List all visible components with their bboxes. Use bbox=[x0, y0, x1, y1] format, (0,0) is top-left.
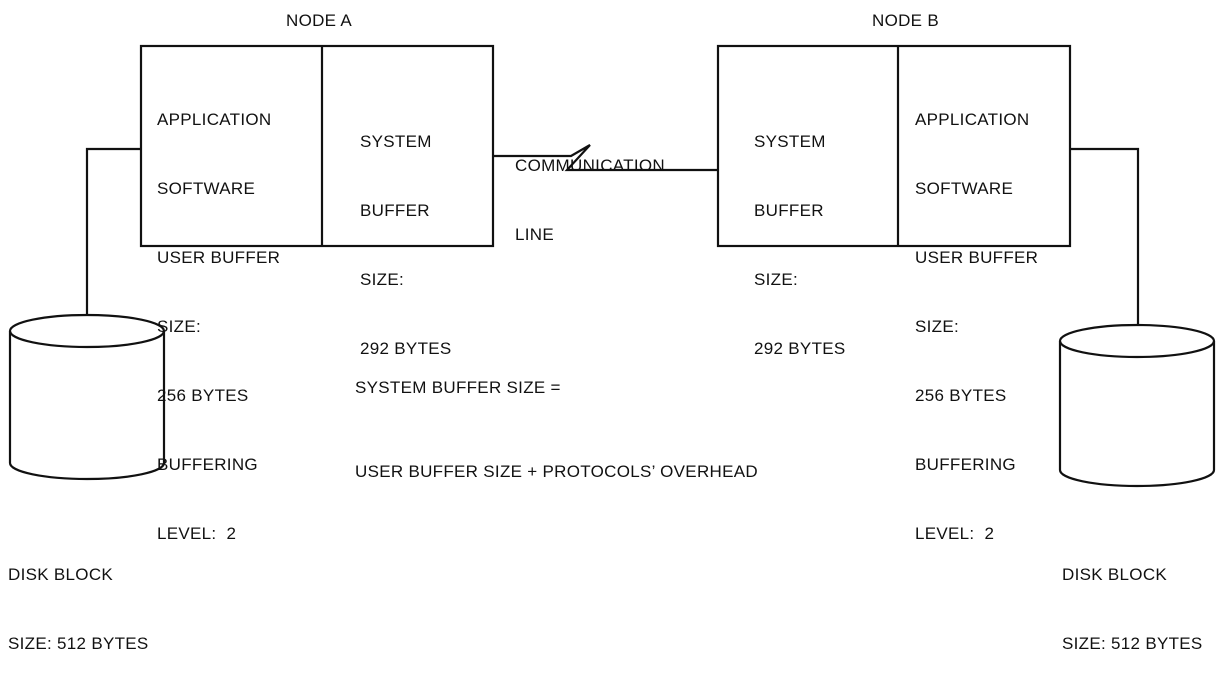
node-a-app-line: LEVEL: 2 bbox=[157, 524, 237, 543]
node-a-sys-line: 292 BYTES bbox=[360, 339, 452, 358]
node-a-application-panel: APPLICATION SOFTWARE USER BUFFER SIZE: 2… bbox=[157, 62, 280, 568]
communication-line-path bbox=[493, 144, 718, 172]
communication-line-label-line: COMMUNICATION bbox=[515, 156, 665, 175]
node-a-disk-connector bbox=[85, 147, 141, 316]
node-b-sys-line: SIZE: bbox=[754, 270, 799, 289]
node-a-app-line: SIZE: bbox=[157, 317, 202, 336]
node-a-box bbox=[139, 44, 495, 248]
node-b-app-line: USER BUFFER bbox=[915, 248, 1039, 267]
node-b-sys-line: SYSTEM bbox=[754, 132, 826, 151]
communication-line-label-line: LINE bbox=[515, 225, 554, 244]
node-b-box bbox=[716, 44, 1072, 248]
node-b-app-line: 256 BYTES bbox=[915, 386, 1007, 405]
node-a-app-line: BUFFERING bbox=[157, 455, 258, 474]
node-b-title: NODE B bbox=[872, 11, 939, 30]
disk-b-label: DISK BLOCK SIZE: 512 BYTES bbox=[1062, 517, 1203, 678]
disk-b-label-line: DISK BLOCK bbox=[1062, 565, 1168, 584]
node-a-sys-line: SIZE: bbox=[360, 270, 405, 289]
disk-a-label-line: SIZE: 512 BYTES bbox=[8, 634, 149, 653]
node-a-app-line: 256 BYTES bbox=[157, 386, 249, 405]
node-b-app-line: LEVEL: 2 bbox=[915, 524, 995, 543]
node-a-app-line: APPLICATION bbox=[157, 110, 272, 129]
formula-line: USER BUFFER SIZE + PROTOCOLS’ OVERHEAD bbox=[355, 462, 758, 481]
communication-line-label: COMMUNICATION LINE bbox=[515, 108, 665, 269]
node-a-system-panel: SYSTEM BUFFER SIZE: 292 BYTES bbox=[360, 84, 452, 383]
node-b-disk-connector bbox=[1070, 147, 1140, 326]
node-b-app-line: SIZE: bbox=[915, 317, 960, 336]
diagram-canvas bbox=[8, 44, 1216, 488]
node-a-app-line: USER BUFFER bbox=[157, 248, 281, 267]
disk-a-icon bbox=[8, 313, 166, 481]
formula-note: SYSTEM BUFFER SIZE = USER BUFFER SIZE + … bbox=[355, 318, 758, 514]
node-b-app-line: APPLICATION bbox=[915, 110, 1030, 129]
node-b-app-line: SOFTWARE bbox=[915, 179, 1014, 198]
node-a-app-line: SOFTWARE bbox=[157, 179, 256, 198]
disk-b-icon bbox=[1058, 323, 1216, 488]
disk-a-label: DISK BLOCK SIZE: 512 BYTES bbox=[8, 517, 149, 678]
node-b-system-panel: SYSTEM BUFFER SIZE: 292 BYTES bbox=[754, 84, 846, 383]
disk-a-label-line: DISK BLOCK bbox=[8, 565, 114, 584]
node-a-sys-line: BUFFER bbox=[360, 201, 430, 220]
formula-line: SYSTEM BUFFER SIZE = bbox=[355, 378, 561, 397]
node-b-application-panel: APPLICATION SOFTWARE USER BUFFER SIZE: 2… bbox=[915, 62, 1038, 568]
disk-b-label-line: SIZE: 512 BYTES bbox=[1062, 634, 1203, 653]
node-a-title: NODE A bbox=[286, 11, 353, 30]
node-a-sys-line: SYSTEM bbox=[360, 132, 432, 151]
node-b-sys-line: BUFFER bbox=[754, 201, 824, 220]
node-b-sys-line: 292 BYTES bbox=[754, 339, 846, 358]
node-b-app-line: BUFFERING bbox=[915, 455, 1016, 474]
